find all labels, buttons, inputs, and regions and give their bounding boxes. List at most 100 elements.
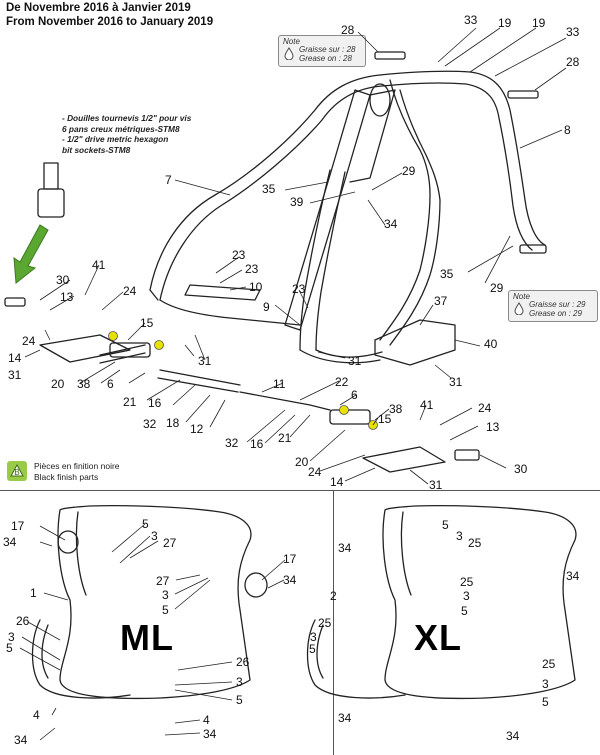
leader-lines xyxy=(19,27,567,741)
part-number: 23 xyxy=(245,262,259,276)
part-number: 18 xyxy=(166,416,180,430)
part-number: 33 xyxy=(566,25,580,39)
part-number: 31 xyxy=(429,478,443,492)
axle-rod-right xyxy=(239,391,331,411)
part-number: 5 xyxy=(162,603,169,617)
svg-text:B: B xyxy=(14,468,19,477)
seat-shell-ml xyxy=(31,505,268,700)
grease-drop-icon xyxy=(514,302,524,315)
yellow-pin-icon xyxy=(339,405,349,415)
part-number: 20 xyxy=(51,377,65,391)
part-number: 40 xyxy=(484,337,498,351)
note-fr: Graisse sur : 29 xyxy=(529,300,586,309)
tool-note-line: - Douilles tournevis 1/2" pour vis xyxy=(62,113,192,123)
part-number: 3 xyxy=(162,588,169,602)
part-number: 13 xyxy=(486,420,500,434)
part-number: 5 xyxy=(309,642,316,656)
part-number: 5 xyxy=(236,693,243,707)
part-number: 38 xyxy=(77,377,91,391)
tool-note-line: 6 pans creux métriques-STM8 xyxy=(62,123,180,134)
part-number: 31 xyxy=(449,375,463,389)
seat-shell-xl xyxy=(306,505,577,700)
note-en: Grease on : 28 xyxy=(299,54,352,63)
part-number: 2 xyxy=(330,589,337,603)
part-number: 5 xyxy=(442,518,449,532)
part-number: 28 xyxy=(566,55,580,69)
date-range-fr: De Novembre 2016 à Janvier 2019 xyxy=(6,2,191,14)
part-number: 21 xyxy=(278,431,292,445)
part-number: 3 xyxy=(456,529,463,543)
seat-belt-strap xyxy=(284,83,396,331)
part-number: 24 xyxy=(123,284,137,298)
part-number: 7 xyxy=(165,173,172,187)
sleeve-left xyxy=(109,342,151,358)
part-number: 34 xyxy=(566,569,580,583)
part-number: 28 xyxy=(341,23,355,37)
part-number: 3 xyxy=(8,630,15,644)
tool-note: - Douilles tournevis 1/2" pour vis 6 pan… xyxy=(62,113,212,155)
part-number: 25 xyxy=(460,575,474,589)
part-number: 24 xyxy=(22,334,36,348)
part-number: 4 xyxy=(203,713,210,727)
part-number: 3 xyxy=(151,529,158,543)
part-number: 31 xyxy=(8,368,22,382)
part-number: 23 xyxy=(292,282,306,296)
part-number: 14 xyxy=(8,351,22,365)
black-finish-fr: Pièces en finition noire xyxy=(34,461,120,471)
date-range-en: From November 2016 to January 2019 xyxy=(6,16,214,28)
part-number: 24 xyxy=(478,401,492,415)
tool-note-line: - 1/2" drive metric hexagon xyxy=(62,134,169,144)
part-number: 9 xyxy=(263,300,270,314)
part-number: 41 xyxy=(92,258,106,272)
part-number: 3 xyxy=(542,677,549,691)
part-number: 1 xyxy=(30,586,37,600)
black-finish-icon: B xyxy=(7,461,27,481)
part-number: 30 xyxy=(514,462,528,476)
part-number: 27 xyxy=(163,536,177,550)
part-number: 29 xyxy=(490,281,504,295)
part-number: 38 xyxy=(389,402,403,416)
bolt-29 xyxy=(519,244,547,254)
part-number: 34 xyxy=(203,727,217,741)
part-number: 34 xyxy=(3,535,17,549)
part-number: 12 xyxy=(190,422,204,436)
part-number: 5 xyxy=(461,604,468,618)
part-number: 34 xyxy=(338,541,352,555)
bolt-28-left xyxy=(374,51,406,60)
part-number: 3 xyxy=(310,630,317,644)
part-number: 25 xyxy=(318,616,332,630)
part-number: 26 xyxy=(236,655,250,669)
part-number: 19 xyxy=(498,16,512,30)
part-number: 10 xyxy=(249,280,263,294)
part-number: 22 xyxy=(335,375,349,389)
tool-note-line: bit sockets-STM8 xyxy=(62,144,131,155)
part-number: 5 xyxy=(542,695,549,709)
part-number: 16 xyxy=(148,396,162,410)
grease-note-top: Note Graisse sur : 28 Grease on : 28 xyxy=(278,35,366,67)
part-number-labels: 33 19 19 33 28 28 8 7 29 35 39 34 35 29 … xyxy=(3,13,580,747)
part-number: 17 xyxy=(11,519,25,533)
roll-cage-frame xyxy=(149,70,546,364)
note-title: Note xyxy=(513,292,530,301)
note-title: Note xyxy=(283,37,300,46)
part-number: 33 xyxy=(464,13,478,27)
yellow-pin-icon xyxy=(108,331,118,341)
part-number: 19 xyxy=(532,16,546,30)
part-number: 31 xyxy=(348,354,362,368)
part-number: 25 xyxy=(468,536,482,550)
part-number: 15 xyxy=(378,412,392,426)
part-number: 41 xyxy=(420,398,434,412)
part-number: 34 xyxy=(338,711,352,725)
part-number: 39 xyxy=(290,195,304,209)
part-number: 35 xyxy=(262,182,276,196)
axle-rod xyxy=(157,369,241,393)
part-number: 14 xyxy=(330,475,344,489)
part-number: 35 xyxy=(440,267,454,281)
part-number: 37 xyxy=(434,294,448,308)
grease-drop-icon xyxy=(284,47,294,60)
black-finish-en: Black finish parts xyxy=(34,472,99,482)
part-number: 30 xyxy=(56,273,70,287)
green-arrow-icon xyxy=(13,224,49,284)
note-fr: Graisse sur : 28 xyxy=(299,45,356,54)
